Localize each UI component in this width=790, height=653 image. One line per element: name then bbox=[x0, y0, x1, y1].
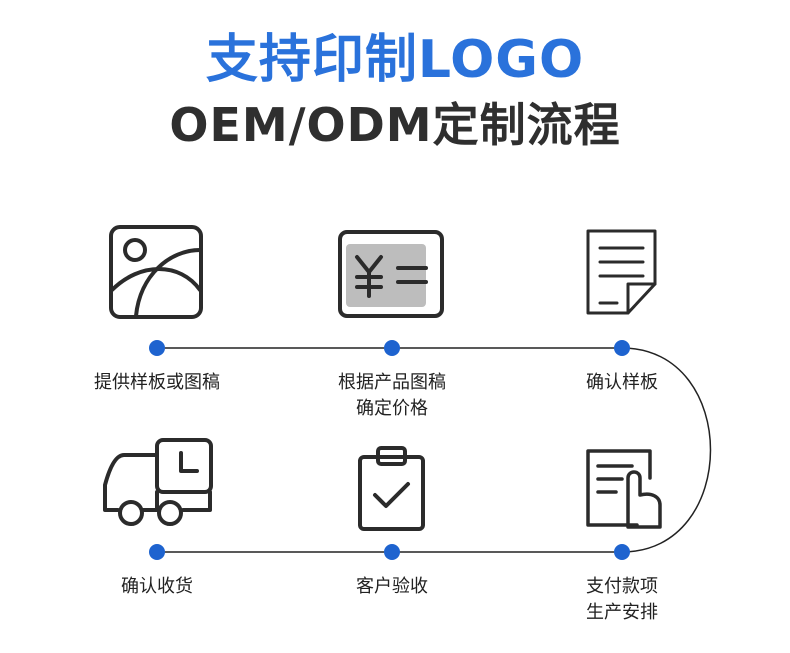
flow-dot-3 bbox=[614, 340, 630, 356]
payment-production-icon bbox=[586, 449, 662, 529]
step-label-5: 客户验收 bbox=[302, 574, 482, 600]
step-6-line1: 确认收货 bbox=[121, 576, 193, 597]
flow-dot-4 bbox=[614, 544, 630, 560]
step-label-6: 确认收货 bbox=[67, 574, 247, 600]
step-1-line1: 提供样板或图稿 bbox=[94, 372, 220, 393]
step-3-line1: 确认样板 bbox=[586, 372, 658, 393]
image-icon bbox=[109, 225, 203, 319]
page-title-sub: OEM/ODM定制流程 bbox=[169, 98, 621, 152]
step-4-line2: 生产安排 bbox=[586, 602, 658, 623]
flow-dot-1 bbox=[149, 340, 165, 356]
step-label-2: 根据产品图稿 确定价格 bbox=[302, 370, 482, 422]
page-title-main: 支持印制LOGO bbox=[205, 30, 585, 90]
step-4-line1: 支付款项 bbox=[586, 576, 658, 597]
clipboard-check-icon bbox=[358, 446, 425, 531]
step-label-4: 支付款项 生产安排 bbox=[532, 574, 712, 626]
flow-line-curve bbox=[621, 347, 712, 553]
price-yuan-icon bbox=[338, 230, 444, 318]
flow-dot-5 bbox=[384, 544, 400, 560]
step-2-line1: 根据产品图稿 bbox=[338, 372, 446, 393]
delivery-truck-icon bbox=[103, 438, 213, 526]
step-5-line1: 客户验收 bbox=[356, 576, 428, 597]
step-label-1: 提供样板或图稿 bbox=[67, 370, 247, 396]
flow-dot-6 bbox=[149, 544, 165, 560]
document-icon bbox=[586, 229, 657, 315]
step-label-3: 确认样板 bbox=[532, 370, 712, 396]
step-2-line2: 确定价格 bbox=[356, 398, 428, 419]
flow-dot-2 bbox=[384, 340, 400, 356]
